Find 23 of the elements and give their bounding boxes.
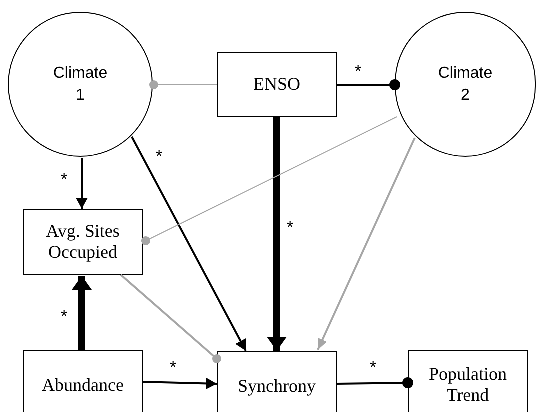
connector (131, 136, 247, 352)
connector (120, 274, 222, 364)
node-label: ENSO (252, 74, 302, 95)
node-label: Abundance (41, 374, 125, 396)
connector (142, 116, 398, 246)
thick-arrow (72, 276, 92, 350)
node-label: Synchrony (237, 376, 317, 396)
connector (76, 158, 88, 209)
node-label: Climate 2 (437, 64, 494, 106)
variable-box (408, 350, 528, 412)
variable-box (217, 52, 337, 117)
connector (150, 80, 218, 90)
node-label: Avg. Sites Occupied (45, 221, 121, 263)
connector (142, 378, 218, 390)
node-label: Climate 1 (52, 64, 109, 106)
variable-box (23, 209, 143, 275)
connector (317, 138, 416, 350)
node-label: Population Trend (428, 364, 508, 406)
variable-box (23, 350, 143, 412)
connector (337, 80, 400, 90)
variable-box (217, 351, 337, 412)
thick-arrow (267, 117, 287, 351)
connector (336, 378, 414, 388)
